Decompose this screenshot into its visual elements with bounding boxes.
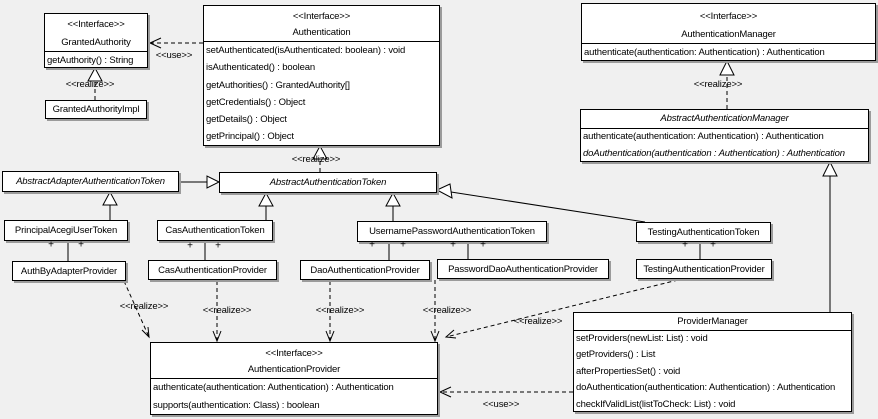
edge-realize-abstractmanager-authenticationmanager[interactable] — [719, 59, 735, 109]
edge-realize-casprovider[interactable] — [212, 281, 222, 343]
method: supports(authentication: Class) : boolea… — [153, 399, 320, 411]
class-username-password-authentication-token[interactable]: UsernamePasswordAuthenticationToken — [357, 221, 547, 242]
class-name: Authentication — [292, 27, 351, 38]
edge-realize-abstracttoken-authentication[interactable] — [312, 144, 328, 172]
edge-generalization-principal-to-abstractadapter[interactable] — [102, 190, 118, 220]
method: checkIfValidList(listToCheck: List) : vo… — [576, 398, 736, 410]
realize-stereotype-label: <<realize>> — [202, 305, 252, 316]
association-end-plus: + — [480, 239, 486, 251]
association-end-plus: + — [710, 239, 716, 251]
edge-generalization-providermanager-to-abstractmanager[interactable] — [822, 160, 838, 312]
edge-use-providermanager-authenticationprovider[interactable] — [438, 386, 573, 398]
realize-stereotype-label: <<realize>> — [315, 305, 365, 316]
use-stereotype-label: <<use>> — [482, 399, 520, 410]
association-end-plus: + — [400, 239, 406, 251]
class-abstract-adapter-authentication-token[interactable]: AbstractAdapterAuthenticationToken — [2, 171, 179, 192]
class-principal-acegi-user-token[interactable]: PrincipalAcegiUserToken — [4, 220, 128, 241]
class-name: UsernamePasswordAuthenticationToken — [369, 226, 535, 237]
class-name: GrantedAuthorityImpl — [52, 104, 140, 115]
realize-stereotype-label: <<realize>> — [291, 154, 341, 165]
edge-generalization-usernamepassword-to-abstracttoken[interactable] — [385, 191, 401, 221]
method: afterPropertiesSet() : void — [576, 365, 681, 377]
class-name: AbstractAuthenticationToken — [269, 177, 387, 188]
class-name: TestingAuthenticationProvider — [643, 263, 765, 275]
method: setProviders(newList: List) : void — [576, 333, 708, 344]
method: getPrincipal() : Object — [206, 131, 294, 143]
class-name: ProviderManager — [677, 316, 748, 327]
edge-use-authentication-grantedauthority[interactable] — [148, 37, 203, 49]
realize-stereotype-label: <<realize>> — [65, 79, 115, 90]
class-provider-manager[interactable]: ProviderManager setProviders(newList: Li… — [573, 312, 852, 412]
class-dao-authentication-provider[interactable]: DaoAuthenticationProvider — [300, 260, 430, 280]
edge-generalization-cas-to-abstracttoken[interactable] — [258, 191, 274, 220]
association-end-plus: + — [682, 239, 688, 251]
use-stereotype-label: <<use>> — [155, 50, 193, 61]
method: getProviders() : List — [576, 349, 656, 361]
class-testing-authentication-token[interactable]: TestingAuthenticationToken — [636, 222, 771, 242]
association-end-plus: + — [78, 239, 84, 251]
method: isAuthenticated() : boolean — [206, 62, 315, 74]
edge-generalization-abstractadapter-to-abstracttoken[interactable] — [179, 175, 221, 189]
edge-realize-authbyadapterprovider[interactable] — [123, 280, 150, 339]
method: getAuthorities() : GrantedAuthority[] — [206, 79, 350, 91]
method: setAuthenticated(isAuthenticated: boolea… — [206, 45, 406, 56]
edge-realize-grantedauthorityimpl[interactable] — [87, 66, 103, 100]
class-authentication-provider[interactable]: <<Interface>> AuthenticationProvider aut… — [150, 342, 438, 415]
class-testing-authentication-provider[interactable]: TestingAuthenticationProvider — [636, 259, 772, 279]
method: doAuthentication(authentication: Authent… — [576, 382, 836, 394]
class-name: PasswordDaoAuthenticationProvider — [448, 263, 598, 275]
edge-realize-testingprovider[interactable] — [444, 279, 679, 339]
class-auth-by-adapter-provider[interactable]: AuthByAdapterProvider — [12, 261, 126, 281]
class-password-dao-authentication-provider[interactable]: PasswordDaoAuthenticationProvider — [437, 259, 609, 279]
class-name: AuthByAdapterProvider — [20, 265, 118, 277]
class-name: CasAuthenticationProvider — [158, 264, 267, 276]
class-name: PrincipalAcegiUserToken — [14, 225, 118, 236]
class-name: GrantedAuthority — [61, 37, 131, 48]
realize-stereotype-label: <<realize>> — [513, 316, 563, 327]
realize-stereotype-label: <<realize>> — [693, 79, 743, 90]
association-end-plus: + — [187, 240, 193, 252]
class-name: CasAuthenticationToken — [165, 225, 265, 236]
realize-stereotype-label: <<realize>> — [119, 301, 169, 312]
class-granted-authority[interactable]: <<Interface>> GrantedAuthority getAuthor… — [44, 13, 148, 68]
class-name: AbstractAdapterAuthenticationToken — [16, 176, 165, 187]
realize-stereotype-label: <<realize>> — [422, 305, 472, 316]
stereotype-label: <<Interface>> — [699, 11, 758, 22]
association-end-plus: + — [215, 240, 221, 252]
class-name: AbstractAuthenticationManager — [660, 113, 789, 124]
method: getDetails() : Object — [206, 114, 287, 126]
association-end-plus: + — [369, 239, 375, 251]
class-name: TestingAuthenticationToken — [647, 226, 760, 238]
stereotype-label: <<Interface>> — [265, 348, 323, 359]
method: getAuthority() : String — [47, 55, 134, 66]
class-authentication-manager[interactable]: <<Interface>> AuthenticationManager auth… — [581, 3, 876, 61]
class-abstract-authentication-token[interactable]: AbstractAuthenticationToken — [219, 172, 437, 193]
class-name: AuthenticationProvider — [247, 364, 341, 375]
method: getCredentials() : Object — [206, 96, 306, 108]
method: authenticate(authentication: Authenticat… — [584, 47, 825, 58]
edge-realize-passworddaoprovider[interactable] — [430, 280, 440, 343]
class-cas-authentication-token[interactable]: CasAuthenticationToken — [157, 220, 273, 241]
method: authenticate(authentication: Authenticat… — [583, 131, 824, 142]
edge-realize-daoprovider[interactable] — [325, 281, 335, 343]
association-end-plus: + — [48, 239, 54, 251]
abstract-method: doAuthentication(authentication : Authen… — [583, 147, 845, 159]
class-cas-authentication-provider[interactable]: CasAuthenticationProvider — [148, 260, 277, 280]
edge-generalization-testingtoken-to-abstracttoken[interactable] — [435, 183, 646, 223]
class-name: AuthenticationManager — [681, 29, 776, 40]
stereotype-label: <<Interface>> — [67, 19, 125, 30]
method: authenticate(authentication: Authenticat… — [153, 382, 394, 393]
class-granted-authority-impl[interactable]: GrantedAuthorityImpl — [45, 100, 147, 119]
association-end-plus: + — [450, 239, 456, 251]
class-name: DaoAuthenticationProvider — [310, 264, 420, 276]
class-abstract-authentication-manager[interactable]: AbstractAuthenticationManager authentica… — [580, 109, 869, 162]
stereotype-label: <<Interface>> — [292, 11, 351, 22]
class-authentication[interactable]: <<Interface>> Authentication setAuthenti… — [203, 5, 440, 146]
